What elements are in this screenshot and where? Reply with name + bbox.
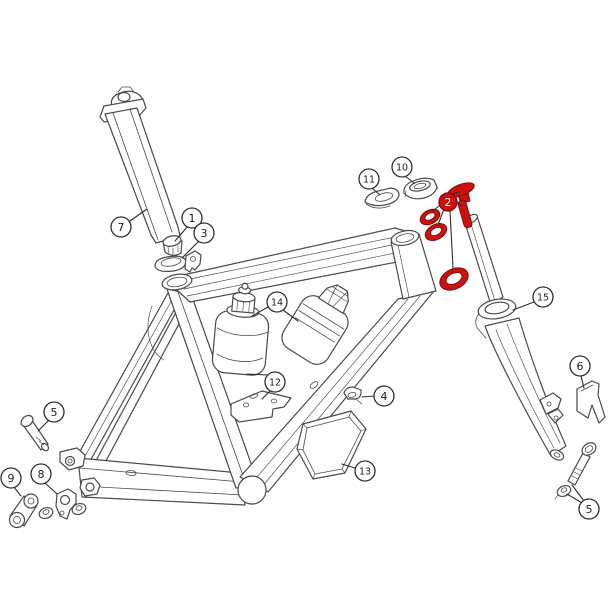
callout-5-rear-label: 5: [51, 406, 58, 419]
callout-14-circle[interactable]: [266, 291, 288, 313]
callout-4-label: 4: [381, 390, 388, 403]
leader-line-9: [13, 486, 22, 497]
red-spacer-ring-2: [424, 223, 448, 241]
callout-8[interactable]: 8: [30, 463, 52, 485]
callout-14[interactable]: 14: [266, 291, 288, 313]
leader-line-3: [181, 240, 200, 259]
callout-15[interactable]: 15: [532, 286, 554, 308]
leader-line-5a: [37, 419, 50, 432]
frame-art: [59, 227, 437, 506]
callout-15-circle[interactable]: [532, 286, 554, 308]
headset-cover-art: [364, 187, 400, 209]
callout-4-circle[interactable]: [373, 385, 395, 407]
fork-guard-art: [576, 380, 606, 424]
callouts: 7 1 3 11 10 2 15 6: [0, 156, 600, 520]
callout-13[interactable]: 13: [354, 460, 376, 482]
callout-5-front[interactable]: 5: [578, 498, 600, 520]
red-bearing-cover: [439, 267, 469, 291]
callout-12[interactable]: 12: [264, 371, 286, 393]
leader-line-2-ring2: [437, 208, 445, 226]
headset-topcap-kit-red-art: [419, 182, 475, 291]
callout-9-label: 9: [8, 472, 15, 485]
callout-5-rear[interactable]: 5: [43, 401, 65, 423]
seat-clamp-art: [184, 250, 202, 273]
callout-5-rear-circle[interactable]: [43, 401, 65, 423]
headset-cone-art: [403, 177, 439, 200]
callout-7[interactable]: 7: [110, 216, 132, 238]
callout-6-label: 6: [577, 360, 584, 373]
cable-clamp-art: [343, 386, 363, 405]
callout-7-circle[interactable]: [110, 216, 132, 238]
cone-washer-right-art: [71, 502, 87, 516]
callout-5-front-circle[interactable]: [578, 498, 600, 520]
front-axle-washer-art: [554, 484, 572, 500]
callout-6-circle[interactable]: [569, 355, 591, 377]
callout-1[interactable]: 1: [181, 207, 203, 229]
leader-line-15: [512, 301, 535, 311]
front-axle-art: [567, 442, 597, 486]
seat-collar-art: [154, 255, 187, 273]
callout-11-circle[interactable]: [358, 168, 380, 190]
callout-8-label: 8: [38, 468, 45, 481]
leader-lines: [13, 175, 585, 504]
callout-12-label: 12: [269, 378, 281, 389]
callout-11-label: 11: [363, 175, 375, 186]
red-spacer-ring-1: [419, 208, 441, 226]
callout-5-front-label: 5: [586, 503, 593, 516]
callout-4[interactable]: 4: [373, 385, 395, 407]
callout-8-circle[interactable]: [30, 463, 52, 485]
leader-line-13: [341, 463, 356, 469]
fork-art: [463, 213, 567, 461]
callout-1-circle[interactable]: [181, 207, 203, 229]
leader-line-12-bracket: [261, 390, 271, 400]
callout-1-label: 1: [189, 212, 196, 225]
callout-9[interactable]: 9: [0, 467, 22, 489]
leader-line-8: [44, 482, 58, 495]
callout-11[interactable]: 11: [358, 168, 380, 190]
cone-washer-left-art: [38, 506, 54, 520]
callout-3-circle[interactable]: [193, 222, 215, 244]
callout-10[interactable]: 10: [391, 156, 413, 178]
callout-2-circle[interactable]: [438, 192, 458, 212]
leader-line-2-cap: [451, 191, 460, 195]
rear-axle-art: [20, 414, 50, 452]
leader-line-12-battery: [246, 373, 269, 376]
callout-13-circle[interactable]: [354, 460, 376, 482]
callout-7-label: 7: [118, 221, 125, 234]
guard-plate-art: [296, 410, 367, 480]
leader-line-5b-washer: [566, 493, 583, 504]
leader-line-5b-axle: [571, 484, 585, 502]
mount-bracket-art: [230, 390, 292, 423]
bottle-seat-tube-art: [211, 282, 270, 376]
callout-2-highlighted[interactable]: 2: [438, 192, 458, 212]
bottle-down-tube-art: [281, 284, 349, 365]
callout-13-label: 13: [359, 467, 371, 478]
leader-line-14-bottle-b: [282, 309, 299, 322]
callout-6[interactable]: 6: [569, 355, 591, 377]
leader-line-6: [580, 375, 585, 389]
callout-15-label: 15: [537, 293, 549, 304]
callout-14-label: 14: [271, 298, 283, 309]
leader-line-14-bottle-a: [251, 306, 269, 317]
dropout-plate-art: [55, 488, 77, 520]
callout-3[interactable]: 3: [193, 222, 215, 244]
callout-9-circle[interactable]: [0, 467, 22, 489]
callout-10-label: 10: [396, 163, 408, 174]
callout-12-circle[interactable]: [264, 371, 286, 393]
derailleur-hanger-art: [8, 493, 39, 529]
red-bolt: [457, 199, 473, 229]
callout-3-label: 3: [201, 227, 208, 240]
leader-line-4: [361, 395, 375, 398]
leader-line-1: [174, 225, 189, 242]
leader-line-2-ring3: [449, 210, 454, 269]
seatpost-wedge-art: [162, 235, 183, 256]
leader-line-2-ring1: [432, 204, 441, 212]
callout-10-circle[interactable]: [391, 156, 413, 178]
leader-line-10: [404, 175, 415, 184]
leader-line-11: [371, 187, 381, 196]
callout-2-label: 2: [445, 197, 452, 209]
leader-line-7: [129, 208, 148, 222]
seatpost-art: [99, 86, 181, 244]
